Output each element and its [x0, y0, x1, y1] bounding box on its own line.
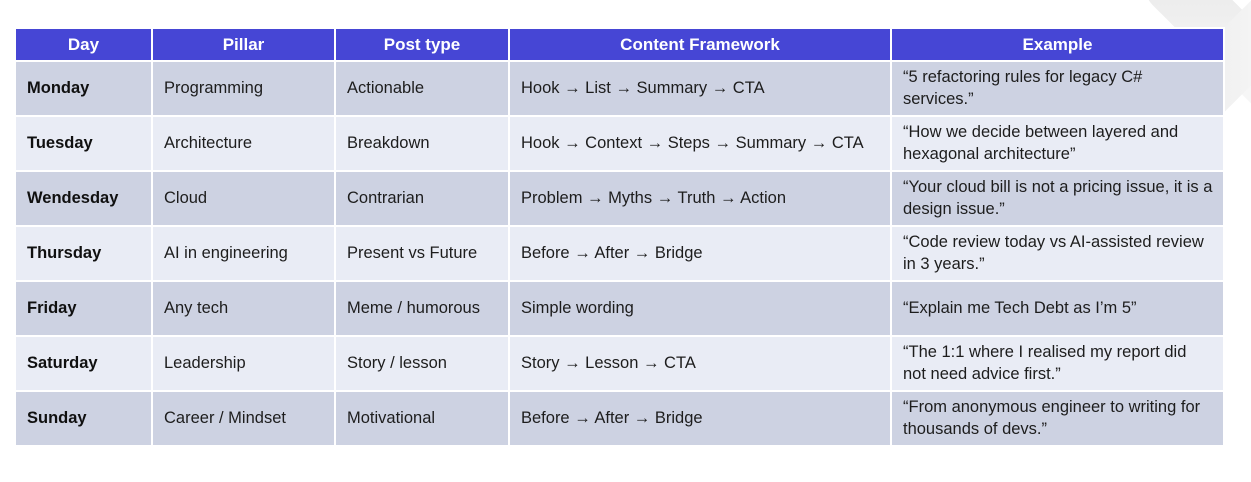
- cell-wendesday-pillar: Cloud: [151, 170, 336, 227]
- cell-sunday-day: Sunday: [14, 390, 153, 447]
- cell-friday-framework: Simple wording: [508, 280, 892, 337]
- cell-friday-example: “Explain me Tech Debt as I’m 5”: [890, 280, 1225, 337]
- cell-sunday-example: “From anonymous engineer to writing for …: [890, 390, 1225, 447]
- cell-tuesday-post_type: Breakdown: [334, 115, 510, 172]
- cell-tuesday-example: “How we decide between layered and hexag…: [890, 115, 1225, 172]
- cell-saturday-day: Saturday: [14, 335, 153, 392]
- cell-sunday-post_type: Motivational: [334, 390, 510, 447]
- cell-thursday-pillar: AI in engineering: [151, 225, 336, 282]
- cell-sunday-framework: Before → After → Bridge: [508, 390, 892, 447]
- column-header-day: Day: [14, 27, 153, 62]
- cell-tuesday-pillar: Architecture: [151, 115, 336, 172]
- cell-wendesday-framework: Problem → Myths → Truth → Action: [508, 170, 892, 227]
- column-header-pillar: Pillar: [151, 27, 336, 62]
- cell-saturday-framework: Story → Lesson → CTA: [508, 335, 892, 392]
- cell-saturday-post_type: Story / lesson: [334, 335, 510, 392]
- cell-monday-framework: Hook → List → Summary → CTA: [508, 60, 892, 117]
- cell-friday-day: Friday: [14, 280, 153, 337]
- cell-monday-pillar: Programming: [151, 60, 336, 117]
- cell-wendesday-example: “Your cloud bill is not a pricing issue,…: [890, 170, 1225, 227]
- cell-thursday-example: “Code review today vs AI-assisted review…: [890, 225, 1225, 282]
- cell-wendesday-day: Wendesday: [14, 170, 153, 227]
- cell-tuesday-day: Tuesday: [14, 115, 153, 172]
- cell-tuesday-framework: Hook → Context → Steps → Summary → CTA: [508, 115, 892, 172]
- cell-friday-pillar: Any tech: [151, 280, 336, 337]
- cell-thursday-post_type: Present vs Future: [334, 225, 510, 282]
- cell-friday-post_type: Meme / humorous: [334, 280, 510, 337]
- cell-monday-post_type: Actionable: [334, 60, 510, 117]
- column-header-example: Example: [890, 27, 1225, 62]
- column-header-post_type: Post type: [334, 27, 510, 62]
- cell-monday-example: “5 refactoring rules for legacy C# servi…: [890, 60, 1225, 117]
- cell-thursday-day: Thursday: [14, 225, 153, 282]
- column-header-framework: Content Framework: [508, 27, 892, 62]
- cell-wendesday-post_type: Contrarian: [334, 170, 510, 227]
- cell-saturday-example: “The 1:1 where I realised my report did …: [890, 335, 1225, 392]
- cell-monday-day: Monday: [14, 60, 153, 117]
- cell-saturday-pillar: Leadership: [151, 335, 336, 392]
- cell-sunday-pillar: Career / Mindset: [151, 390, 336, 447]
- cell-thursday-framework: Before → After → Bridge: [508, 225, 892, 282]
